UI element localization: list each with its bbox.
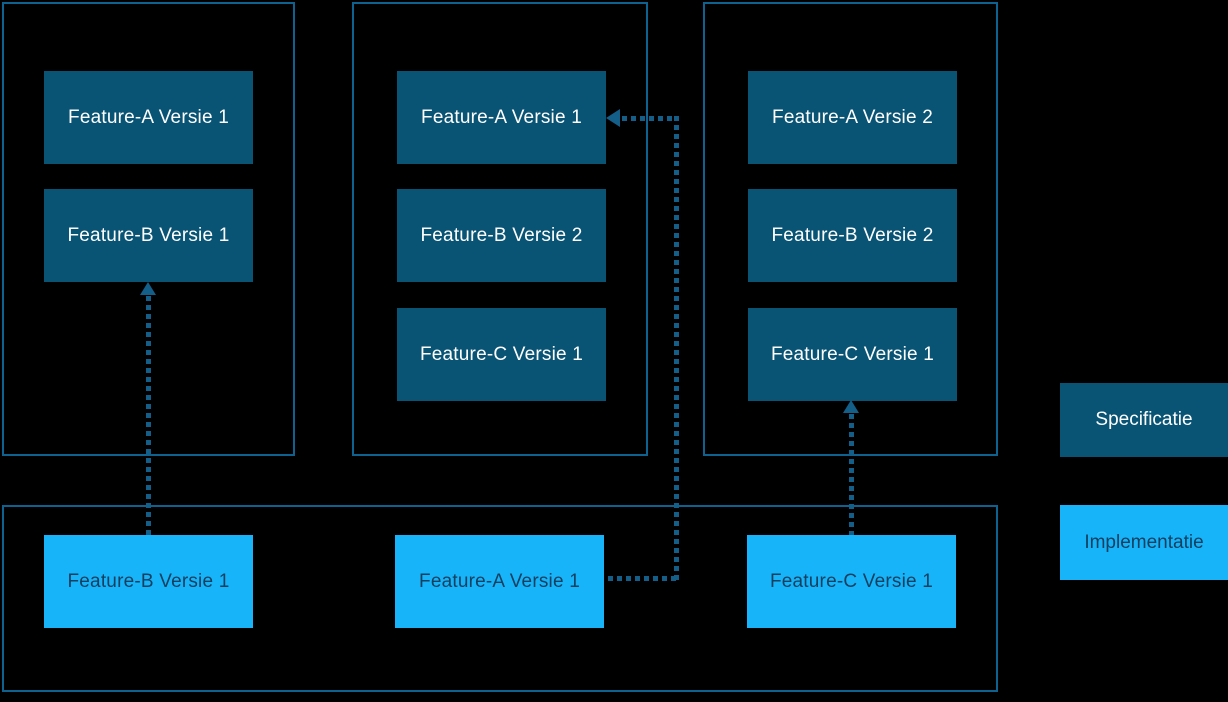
impl-box-label: Feature-C Versie 1: [769, 570, 934, 592]
legend-specification-label: Specificatie: [1095, 409, 1193, 430]
arrow-up-icon: [843, 400, 859, 413]
spec-box-feature-c-v1-col3: Feature-C Versie 1: [748, 308, 957, 401]
spec-box-label: Feature-A Versie 2: [772, 106, 933, 128]
spec-box-label: Feature-A Versie 1: [68, 106, 229, 128]
arrow-up-icon: [140, 282, 156, 295]
specification-release-2-frame: [352, 2, 648, 456]
spec-box-feature-a-v1-col2: Feature-A Versie 1: [397, 71, 606, 164]
spec-box-feature-b-v2-col3: Feature-B Versie 2: [748, 189, 957, 282]
impl-box-label: Feature-B Versie 1: [67, 570, 230, 592]
dependency-arrow-feature-a-top-segment: [622, 116, 679, 121]
spec-box-label: Feature-C Versie 1: [419, 343, 584, 365]
legend-implementation: Implementatie: [1060, 505, 1228, 580]
dependency-arrow-feature-a-vertical-segment: [674, 116, 679, 581]
impl-box-feature-b-v1: Feature-B Versie 1: [44, 535, 253, 628]
spec-box-feature-b-v1-col1: Feature-B Versie 1: [44, 189, 253, 282]
legend-specification: Specificatie: [1060, 383, 1228, 457]
spec-box-feature-a-v1-col1: Feature-A Versie 1: [44, 71, 253, 164]
dependency-arrow-feature-c-line: [849, 414, 854, 535]
dependency-arrow-feature-b-line: [146, 296, 151, 535]
spec-box-feature-b-v2-col2: Feature-B Versie 2: [397, 189, 606, 282]
impl-box-feature-a-v1: Feature-A Versie 1: [395, 535, 604, 628]
spec-box-feature-a-v2-col3: Feature-A Versie 2: [748, 71, 957, 164]
impl-box-label: Feature-A Versie 1: [419, 570, 580, 592]
spec-box-label: Feature-C Versie 1: [770, 343, 935, 365]
legend-implementation-label: Implementatie: [1084, 531, 1204, 553]
arrow-left-icon: [606, 109, 620, 127]
impl-box-feature-c-v1: Feature-C Versie 1: [747, 535, 956, 628]
spec-box-label: Feature-B Versie 2: [771, 224, 934, 246]
spec-box-label: Feature-A Versie 1: [421, 106, 582, 128]
spec-box-label: Feature-B Versie 1: [67, 224, 230, 246]
spec-box-label: Feature-B Versie 2: [420, 224, 583, 246]
implementation-frame: [2, 505, 998, 692]
dependency-arrow-feature-a-bottom-segment: [608, 576, 679, 581]
spec-box-feature-c-v1-col2: Feature-C Versie 1: [397, 308, 606, 401]
